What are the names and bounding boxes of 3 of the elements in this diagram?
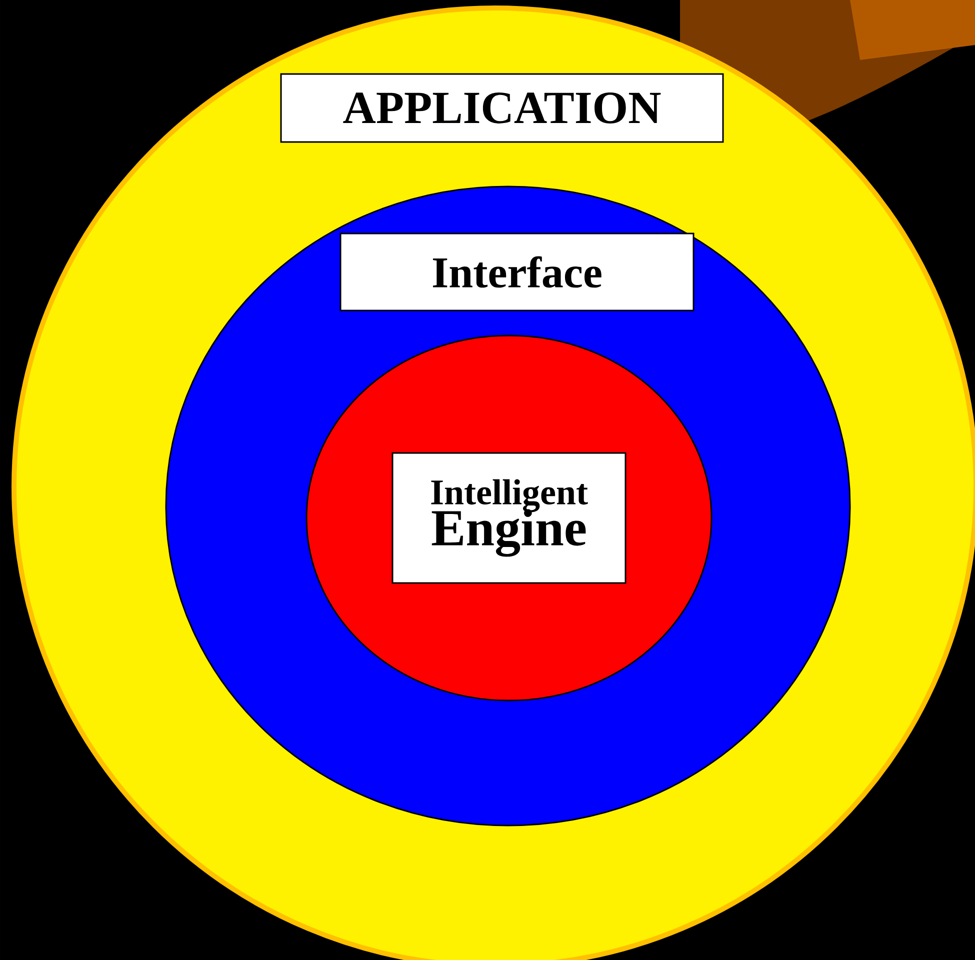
label-box: APPLICATION — [280, 73, 724, 143]
label-box: Intelligent Engine — [392, 452, 626, 584]
label-box: Interface — [340, 232, 694, 312]
